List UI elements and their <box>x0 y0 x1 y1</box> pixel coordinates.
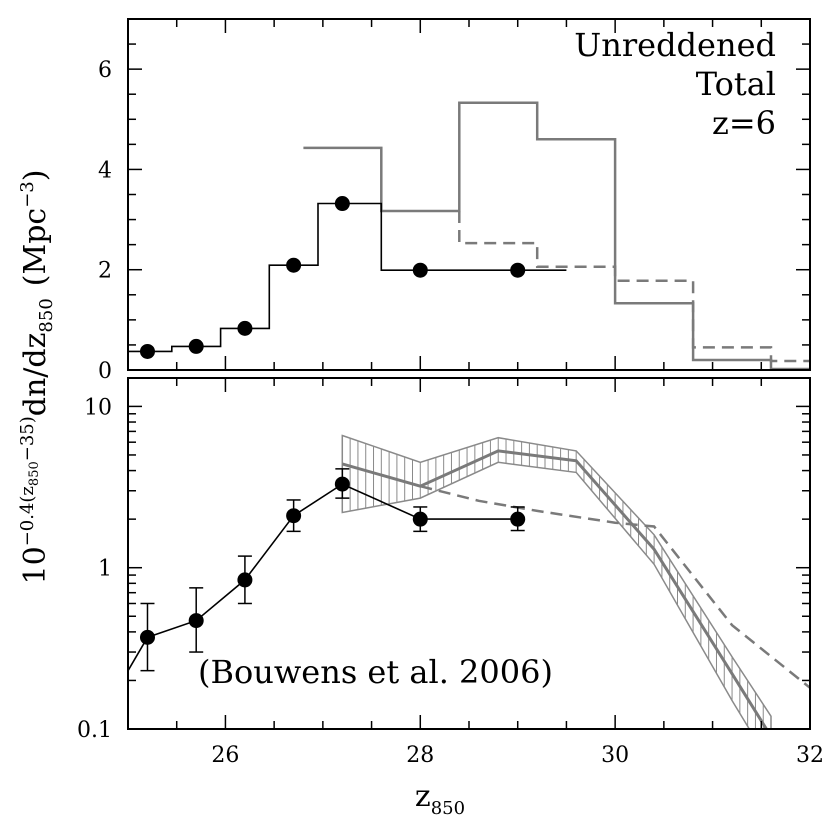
y-axis-label-unit-b: ) <box>18 170 53 182</box>
legend-total: Total <box>696 65 776 103</box>
top-data-point <box>237 320 253 336</box>
y-axis-label-mid-sub: 850 <box>36 298 57 332</box>
citation-annotation: (Bouwens et al. 2006) <box>198 653 553 691</box>
y-axis-label-exp-a: −0.4(z <box>17 486 38 546</box>
y-axis-label-unit-sup: −3 <box>17 181 38 208</box>
bottom-data-line <box>128 483 518 672</box>
bottom-axes: 0.1 1 10 26 28 30 32 <box>77 378 824 768</box>
top-data-point <box>334 196 350 212</box>
top-y-tick-label: 2 <box>98 259 112 284</box>
bottom-data-point <box>139 629 155 645</box>
top-series-layer <box>128 101 810 370</box>
bottom-y-tick-label: 10 <box>84 395 112 420</box>
x-tick-label: 30 <box>601 743 629 768</box>
legend-redshift: z=6 <box>712 104 776 142</box>
y-axis-label-base: 10 <box>18 546 53 584</box>
x-axis-label-sub: 850 <box>431 798 465 819</box>
bottom-model-line <box>341 449 769 729</box>
bottom-data-point <box>286 508 302 524</box>
bottom-data-point <box>334 476 350 492</box>
x-tick-label: 32 <box>796 743 824 768</box>
top-data-point <box>510 262 526 278</box>
y-axis-label: 10−0.4(z850−35)dn/dz850(Mpc−3) <box>17 170 57 585</box>
bottom-y-tick-label: 0.1 <box>77 718 112 743</box>
bottom-data-point <box>237 572 253 588</box>
top-data-point <box>412 262 428 278</box>
x-axis-label: z850 <box>415 779 465 819</box>
y-axis-label-mid: dn/dz <box>18 333 53 417</box>
top-y-tick-label: 6 <box>98 58 112 83</box>
bottom-data-point <box>188 613 204 629</box>
legend-unreddened: Unreddened <box>574 26 776 64</box>
y-axis-label-exp-sub: 850 <box>27 461 42 486</box>
bottom-y-tick-label: 1 <box>98 557 112 582</box>
model-band-outline <box>341 434 772 729</box>
x-tick-label: 26 <box>211 743 239 768</box>
bottom-panel: 0.1 1 10 26 28 30 32 (Bouwens et al. 2006) <box>77 377 824 768</box>
bottom-dashed-model-line <box>419 484 810 689</box>
top-panel: 0 2 4 6 Unreddened Total z=6 <box>98 18 811 384</box>
top-dashed-model-step <box>458 211 810 363</box>
y-axis-label-unit-a: (Mpc <box>18 208 53 286</box>
top-data-point <box>286 257 302 273</box>
top-data-point <box>188 338 204 354</box>
bottom-series-layer <box>128 434 810 729</box>
bottom-data-point <box>510 511 526 527</box>
top-y-tick-label: 0 <box>98 359 112 384</box>
top-data-point <box>139 343 155 359</box>
bottom-data-point <box>412 511 428 527</box>
x-tick-label: 28 <box>406 743 434 768</box>
top-y-tick-label: 4 <box>98 158 112 183</box>
top-solid-model-step <box>303 101 810 370</box>
y-axis-label-exp-b: −35) <box>17 416 38 461</box>
top-axes: 0 2 4 6 <box>98 19 810 384</box>
x-axis-label-main: z <box>415 779 431 814</box>
top-data-step <box>128 202 567 353</box>
